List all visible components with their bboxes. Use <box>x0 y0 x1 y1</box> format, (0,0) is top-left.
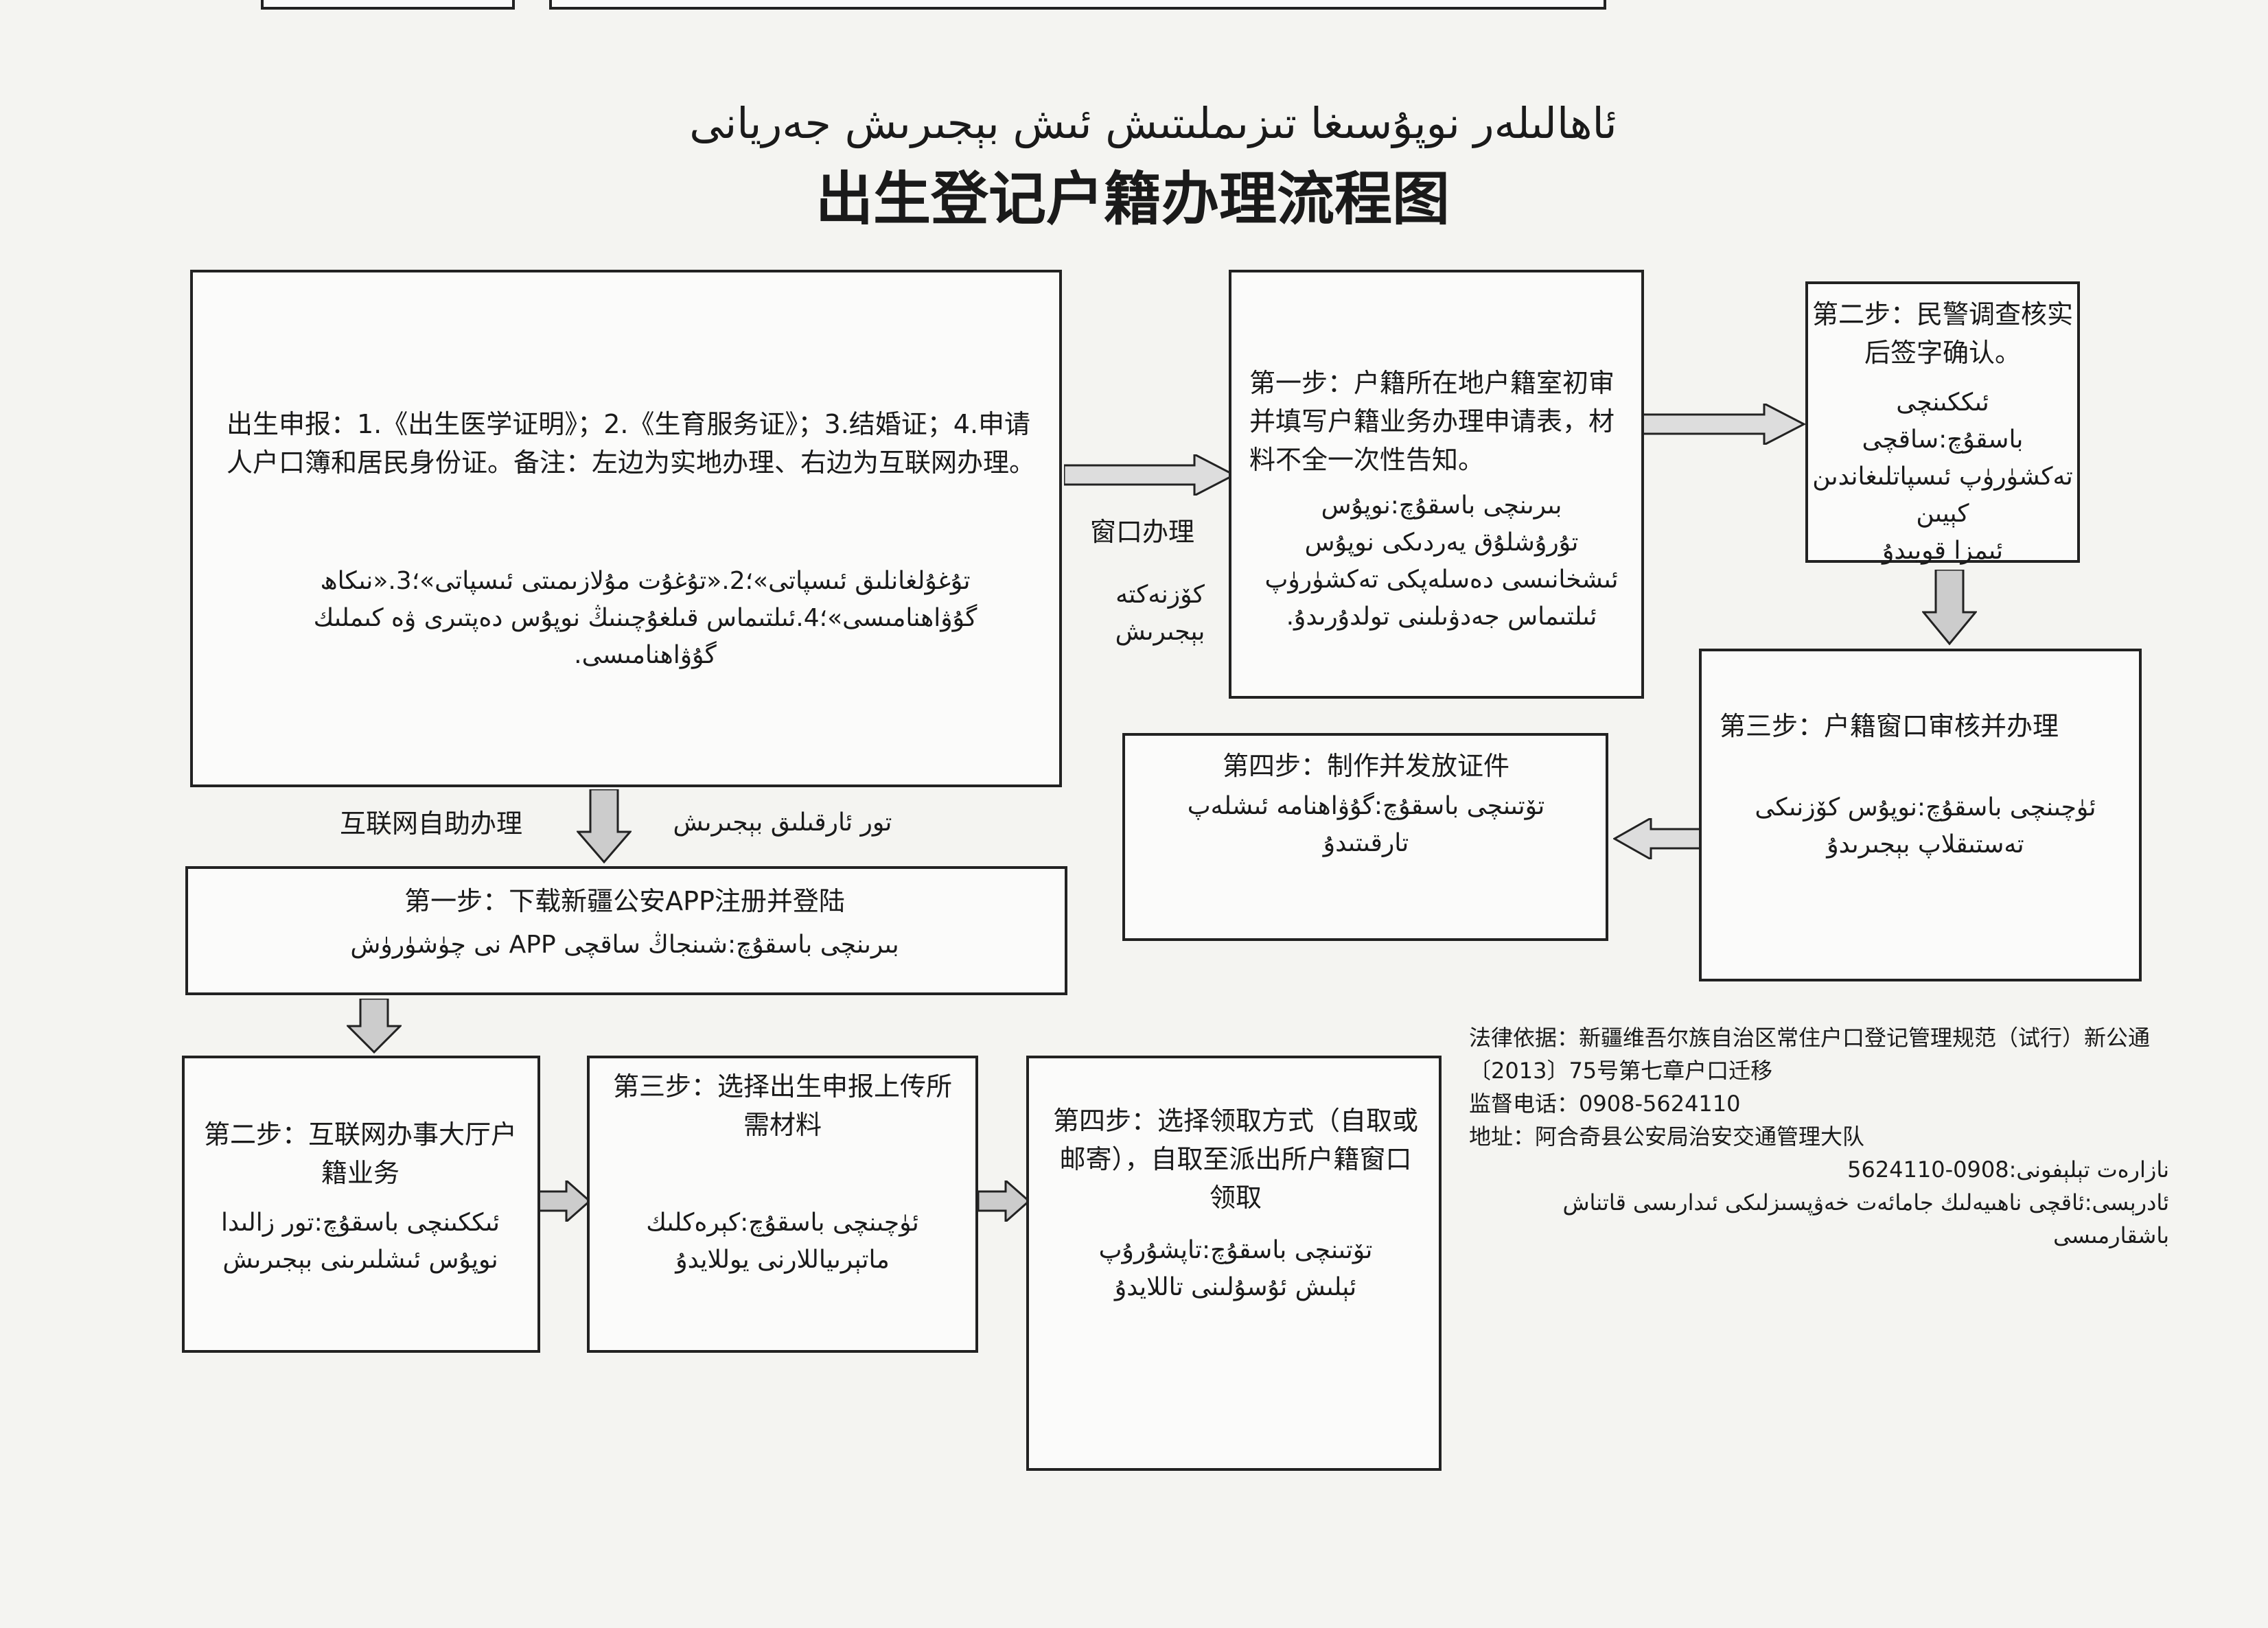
online-step2-chinese: 第二步：互联网办事大厅户籍业务 <box>203 1119 517 1188</box>
declaration-text-chinese: 出生申报：1.《出生医学证明》；2.《生育服务证》；3.结婚证；4.申请人户口簿… <box>227 409 1036 478</box>
legal-info-uyghur: نازارەت تېلېفونى:0908-5624110 ئادرېسى:ئا… <box>1562 1156 2169 1248</box>
window-step2-box <box>1805 281 2080 563</box>
online-step1-box <box>185 866 1067 995</box>
top-fragment-left <box>261 0 515 10</box>
window-step4-chinese: 第四步：制作并发放证件 <box>1222 751 1509 781</box>
online-label-uyghur: تور ئارقىلىق بېجىرىش <box>673 809 892 837</box>
window-label-uyghur: كۆزنەكتە بېجىرىش <box>1115 581 1205 646</box>
window-step3-box <box>1699 649 2142 981</box>
window-step2-chinese: 第二步：民警调查核实后签字确认。 <box>1812 299 2074 368</box>
online-step2-box <box>182 1056 540 1353</box>
declaration-box <box>190 270 1062 787</box>
page-title: 出生登记户籍办理流程图 <box>815 165 1450 233</box>
online-step4-chinese: 第四步：选择领取方式（自取或邮寄），自取至派出所户籍窗口领取 <box>1052 1106 1418 1213</box>
window-step1-box <box>1229 270 1644 699</box>
window-step3-uyghur: ئۈچىنچى باسقۇچ:نوپۇس كۆزنىكى تەستىقلاپ ب… <box>1755 793 2096 859</box>
arrow-right-to-window <box>1064 454 1236 496</box>
online-label-chinese: 互联网自助办理 <box>340 809 523 839</box>
window-step3-chinese: 第三步：户籍窗口审核并办理 <box>1720 711 2059 741</box>
arrow-down-online-step1-step2 <box>347 999 402 1054</box>
window-step1-uyghur: بىرىنچى باسقۇچ:نوپۇس تۇرۇشلۇق يەردىكى نو… <box>1264 491 1619 631</box>
top-fragment-right <box>549 0 1606 10</box>
online-step3-chinese: 第三步：选择出生申报上传所需材料 <box>612 1071 952 1140</box>
online-step4-uyghur: تۆتىنچى باسقۇچ:تاپشۇرۇپ ئېلىش ئۇسۇلىنى ت… <box>1098 1236 1373 1301</box>
arrow-down-step2-step3 <box>1922 570 1977 645</box>
window-step4-uyghur: تۆتىنچى باسقۇچ:گۇۋاھنامە ئىشلەپ تارقىتىد… <box>1187 792 1545 857</box>
online-step1-chinese: 第一步：下载新疆公安APP注册并登陆 <box>404 886 845 916</box>
online-step4-box <box>1026 1056 1442 1471</box>
arrow-right-online-step2-step3 <box>539 1181 591 1222</box>
arrow-right-online-step3-step4 <box>978 1181 1030 1222</box>
online-step3-box <box>587 1056 978 1353</box>
title-uyghur: ئاھالىلەر نوپۇسىغا تىزىملىتىش ئىش بېجىرى… <box>689 98 1617 148</box>
legal-info-chinese: 法律依据：新疆维吾尔族自治区常住户口登记管理规范（试行）新公通〔2013〕75号… <box>1469 1025 2151 1150</box>
window-step2-uyghur: ئىككىنچى باسقۇچ:ساقچى تەكشۈرۈپ ئىسپاتلىغ… <box>1812 388 2073 565</box>
window-label-chinese: 窗口办理 <box>1090 517 1195 547</box>
arrow-down-to-online <box>577 789 632 863</box>
declaration-text-uyghur: تۇغۇلغانلىق ئىسپاتى»؛2.«تۇغۇت مۇلازىمىتى… <box>313 567 977 669</box>
online-step1-uyghur: بىرىنچى باسقۇچ:شىنجاڭ ساقچى APP نى چۈشۈر… <box>350 931 899 959</box>
online-step3-uyghur: ئۈچىنچى باسقۇچ:كېرەكلىك ماتېرىياللارنى ي… <box>646 1209 919 1274</box>
window-step1-chinese: 第一步：户籍所在地户籍室初审并填写户籍业务办理申请表，材料不全一次性告知。 <box>1249 368 1615 475</box>
window-step4-box <box>1122 733 1608 941</box>
online-step2-uyghur: ئىككىنچى باسقۇچ:تور زالىدا نوپۇس ئىشلىرى… <box>221 1209 500 1274</box>
arrow-right-step1-step2 <box>1634 404 1805 445</box>
